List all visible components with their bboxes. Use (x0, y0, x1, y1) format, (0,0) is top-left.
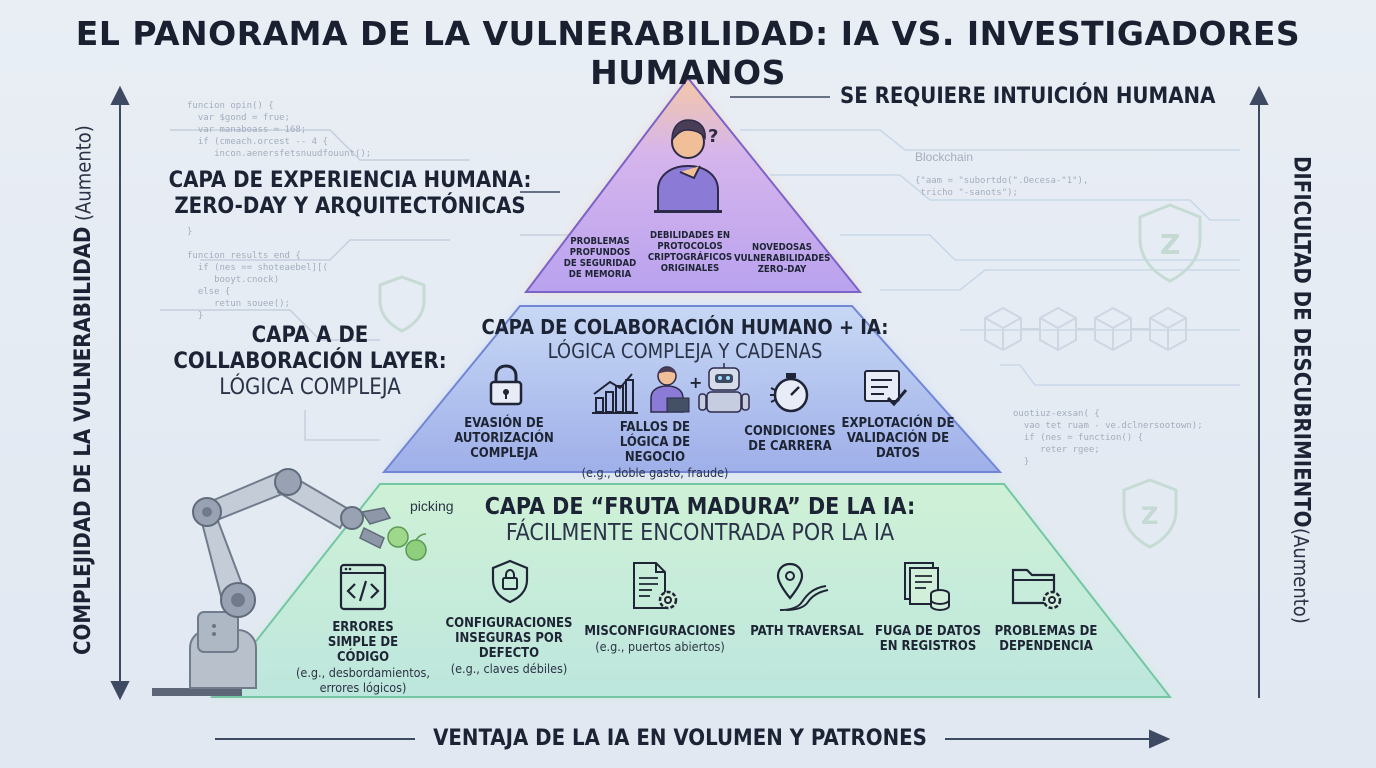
middle-side-line1: CAPA A DE (251, 323, 369, 348)
bottom-item-5-label: FUGA DE DATOS EN REGISTROS (874, 624, 982, 654)
right-axis-sub: (Aumento) (1289, 527, 1313, 624)
bottom-item-1-label: ERRORES SIMPLE DE CÓDIGO (327, 620, 399, 665)
middle-item-1: EVASIÓN DE AUTORIZACIÓN COMPLEJA (448, 416, 560, 461)
bottom-item-2-label: CONFIGURACIONES INSEGURAS POR DEFECTO (445, 616, 573, 661)
code-icon (339, 563, 387, 611)
bottom-item-6: PROBLEMAS DE DEPENDENCIA (986, 624, 1106, 654)
shield-lock-icon (491, 559, 529, 604)
top-callout: SE REQUIERE INTUICIÓN HUMANA (840, 84, 1216, 109)
right-axis: DIFICULTAD DE DESCUBRIMIENTO (Aumento) (1268, 110, 1334, 670)
data-leak-log-icon (904, 562, 950, 612)
left-axis: COMPLEJIDAD DE LA VULNERABILIDAD (Aument… (50, 110, 116, 670)
bar-chart-icon (592, 373, 638, 414)
svg-text:Z: Z (1141, 502, 1158, 530)
folder-gear-icon (1011, 568, 1062, 610)
top-layer-title: CAPA DE EXPERIENCIA HUMANA: ZERO-DAY Y A… (150, 168, 550, 220)
bottom-item-3-label: MISCONFIGURACIONES (584, 624, 736, 639)
right-axis-label: DIFICULTAD DE DESCUBRIMIENTO (1288, 156, 1314, 528)
bottom-axis-label: VENTAJA DE LA IA EN VOLUMEN Y PATRONES (433, 726, 927, 751)
bottom-layer-title-text: CAPA DE “FRUTA MADURA” DE LA IA: (484, 494, 916, 520)
middle-layer-title: CAPA DE COLABORACIÓN HUMANO + IA: LÓGICA… (450, 315, 920, 363)
svg-text:+: + (689, 373, 702, 392)
bottom-item-4-label: PATH TRAVERSAL (750, 624, 864, 639)
middle-item-2-label: FALLOS DE LÓGICA DE NEGOCIO (619, 420, 691, 465)
top-item-1: PROBLEMAS PROFUNDOS DE SEGURIDAD DE MEMO… (563, 236, 637, 280)
robot-arm-icon (152, 468, 427, 696)
top-layer-title-line1: CAPA DE EXPERIENCIA HUMANA: (168, 168, 532, 193)
bottom-item-6-label: PROBLEMAS DE DEPENDENCIA (994, 624, 1098, 654)
middle-item-2-note: (e.g., doble gasto, fraude) (581, 465, 729, 480)
bottom-item-3: MISCONFIGURACIONES (e.g., puertos abiert… (580, 624, 740, 654)
document-gear-icon (633, 562, 678, 610)
top-item-2: DEBILIDADES EN PROTOCOLOS CRIPTOGRÁFICOS… (647, 230, 733, 274)
bottom-item-2: CONFIGURACIONES INSEGURAS POR DEFECTO (e… (436, 616, 582, 676)
path-traversal-icon (776, 562, 829, 611)
bottom-layer-subtitle: FÁCILMENTE ENCONTRADA POR LA IA (505, 520, 895, 546)
left-axis-sub: (Aumento) (71, 124, 95, 221)
middle-item-3: CONDICIONES DE CARRERA (740, 424, 840, 454)
code-snippet-d: ouotiuz-exsan( { vao tet ruam - ve.dclne… (1013, 409, 1203, 467)
middle-item-4-label: EXPLOTACIÓN DE VALIDACIÓN DE DATOS (841, 416, 955, 461)
middle-item-4: EXPLOTACIÓN DE VALIDACIÓN DE DATOS (840, 416, 956, 461)
page-title: EL PANORAMA DE LA VULNERABILIDAD: IA VS.… (75, 14, 1301, 92)
middle-side-line3: LÓGICA COMPLEJA (219, 375, 401, 400)
top-item-3: NOVEDOSAS VULNERABILIDADES ZERO-DAY (734, 242, 831, 275)
code-snippet-b: } funcion results end { if (nes == shote… (187, 227, 328, 321)
middle-side-line2: COLLABORACIÓN LAYER: (173, 349, 447, 374)
code-snippet-a: funcion opin() { var $gond = frue; var m… (187, 101, 372, 159)
thinking-person-icon: ? (654, 119, 722, 213)
middle-item-2: FALLOS DE LÓGICA DE NEGOCIO (e.g., doble… (570, 420, 740, 480)
middle-item-1-label: EVASIÓN DE AUTORIZACIÓN COMPLEJA (454, 416, 554, 461)
bottom-item-1-note: (e.g., desbordamientos, errores lógicos) (296, 665, 430, 695)
middle-layer-title-text: CAPA DE COLABORACIÓN HUMANO + IA: (481, 315, 889, 339)
bottom-item-3-note: (e.g., puertos abiertos) (595, 639, 725, 654)
data-check-icon (864, 370, 908, 407)
stopwatch-icon (770, 373, 809, 413)
bottom-item-4: PATH TRAVERSAL (744, 624, 870, 639)
picking-label: picking (410, 498, 454, 514)
lock-icon (489, 364, 523, 406)
bottom-layer-title: CAPA DE “FRUTA MADURA” DE LA IA: FÁCILME… (410, 494, 990, 546)
left-axis-label: COMPLEJIDAD DE LA VULNERABILIDAD (70, 226, 96, 656)
middle-item-3-label: CONDICIONES DE CARRERA (744, 424, 836, 454)
blockchain-label: Blockchain (915, 150, 974, 164)
bottom-item-5: FUGA DE DATOS EN REGISTROS (872, 624, 984, 654)
code-snippet-c: {"aam = "subortdo(".Oecesa-"1"), tricho … (915, 176, 1089, 198)
top-layer-title-line2: ZERO-DAY Y ARQUITECTÓNICAS (174, 194, 526, 219)
middle-layer-subtitle: LÓGICA COMPLEJA Y CADENAS (547, 339, 823, 363)
bottom-item-1: ERRORES SIMPLE DE CÓDIGO (e.g., desborda… (280, 620, 446, 695)
svg-text:Z: Z (1160, 228, 1180, 261)
svg-text:?: ? (708, 126, 718, 147)
human-ai-collab-icon: + (650, 363, 750, 413)
bottom-item-2-note: (e.g., claves débiles) (450, 661, 568, 676)
middle-side-label: CAPA A DE COLLABORACIÓN LAYER: LÓGICA CO… (150, 323, 470, 401)
